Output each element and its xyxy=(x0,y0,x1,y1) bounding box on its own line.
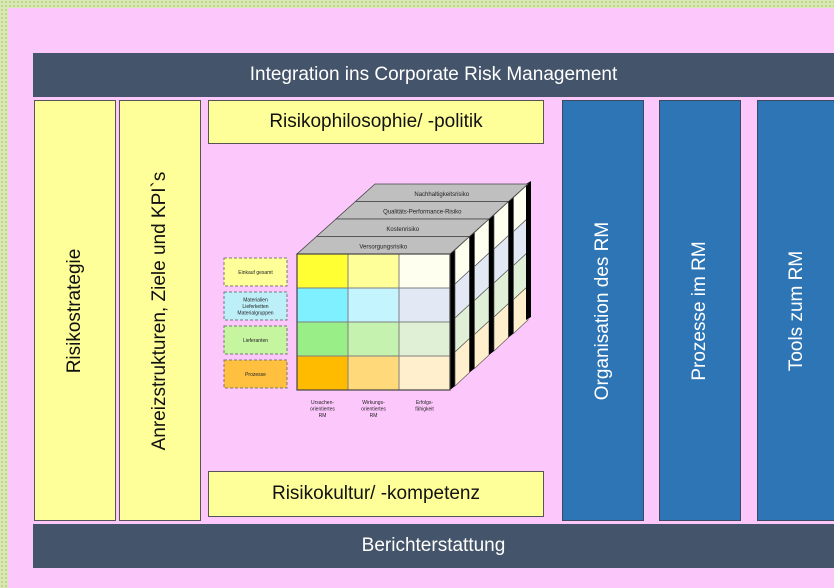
cube-top-layer-label: Kostenrisiko xyxy=(386,227,419,233)
cube-row-label: Lieferanten xyxy=(243,338,268,344)
cube-column-label: Erfolgs- xyxy=(416,400,434,406)
cube-row-label: Materialgruppen xyxy=(237,310,273,316)
cube-side-divider xyxy=(469,232,475,373)
box-risikokultur-label: Risikokultur/ -kompetenz xyxy=(271,483,481,504)
cube-side-divider xyxy=(508,197,514,338)
cube-column-label: orientiertes xyxy=(361,406,386,412)
cube-front-cell xyxy=(296,321,349,357)
cube-side-edge xyxy=(526,181,531,320)
cube-front-cell xyxy=(398,253,451,289)
cube-side-divider xyxy=(450,250,455,390)
diagram-canvas: Integration ins Corporate Risk Managemen… xyxy=(8,8,834,588)
cube-row-label: Prozesse xyxy=(245,372,266,378)
cube-front-cell xyxy=(398,321,451,357)
column-risikostrategie: Risikostrategie xyxy=(34,100,116,521)
cube-front-cell xyxy=(296,287,349,323)
cube-row-label-box xyxy=(223,359,288,389)
cube-side-divider xyxy=(489,215,494,355)
box-risikokultur: Risikokultur/ -kompetenz xyxy=(208,471,544,517)
bottom-band: Berichterstattung xyxy=(33,524,834,568)
cube-front-cell xyxy=(296,253,349,289)
cube-row-label-box xyxy=(223,257,288,287)
cube-row-label-box xyxy=(223,325,288,355)
cube-row-label: Einkauf gesamt xyxy=(238,270,273,276)
cube-front-cell xyxy=(347,253,400,289)
cube-front-cell xyxy=(347,287,400,323)
cube-front-cell xyxy=(398,355,451,391)
column-tools: Tools zum RM xyxy=(757,100,834,521)
cube-row-label: Materialien xyxy=(243,298,268,304)
cube-column-label: Ursachen- xyxy=(311,400,334,406)
cube-column-label: fähigkeit xyxy=(415,406,434,412)
cube-column-label: orientiertes xyxy=(310,406,335,412)
cube-row-label: Lieferketten xyxy=(242,304,268,310)
cube-front-cell xyxy=(347,355,400,391)
cube-front-cell xyxy=(296,355,349,391)
column-organisation: Organisation des RM xyxy=(562,100,644,521)
cube-top-layer-label: Versorgungsrisiko xyxy=(359,244,407,250)
cube-side-cell xyxy=(513,285,529,335)
cube-column-label: RM xyxy=(370,413,378,419)
column-anreizstrukturen: Anreizstrukturen, Ziele und KPI`s xyxy=(119,100,201,521)
box-risikophilosophie: Risikophilosophie/ -politik xyxy=(208,100,544,144)
cube-top-layer-label: Qualitäts-Performance-Risiko xyxy=(383,209,462,215)
box-risikophilosophie-label: Risikophilosophie/ -politik xyxy=(269,111,483,132)
cube-front-border xyxy=(296,253,451,391)
risk-cube: NachhaltigkeitsrisikoQualitäts-Performan… xyxy=(223,181,531,419)
top-band-label: Integration ins Corporate Risk Managemen… xyxy=(249,64,618,85)
cube-top-layer-label: Nachhaltigkeitsrisiko xyxy=(414,192,469,198)
cube-front-cell xyxy=(398,287,451,323)
bottom-band-label: Berichterstattung xyxy=(361,535,506,556)
cube-front-cell xyxy=(347,321,400,357)
top-band: Integration ins Corporate Risk Managemen… xyxy=(33,53,834,97)
column-prozesse: Prozesse im RM xyxy=(659,100,741,521)
cube-row-label-box xyxy=(223,291,288,321)
cube-column-label: RM xyxy=(319,413,327,419)
cube-column-label: Wirkungs- xyxy=(362,400,385,406)
